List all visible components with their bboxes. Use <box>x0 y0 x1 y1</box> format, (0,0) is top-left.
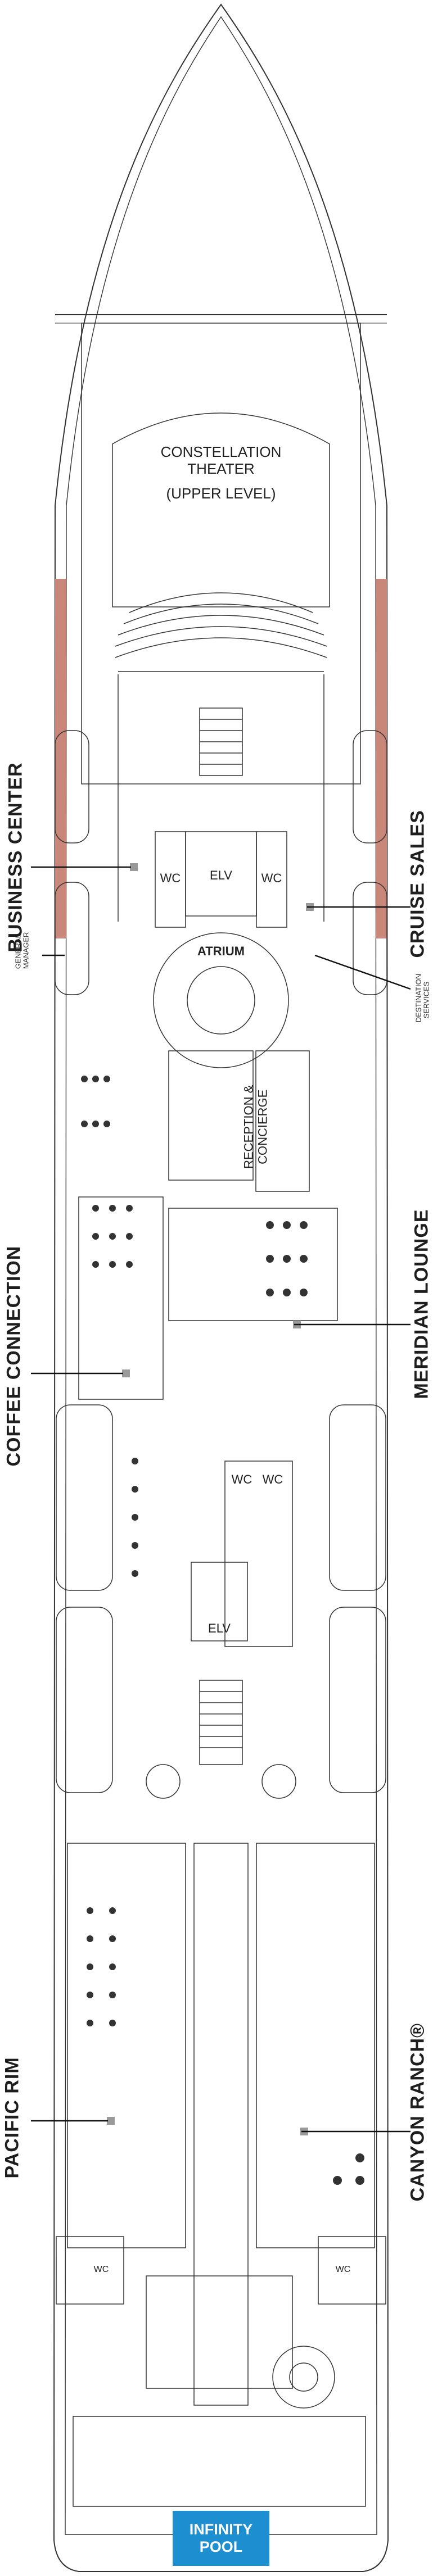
hull-stripes <box>55 579 387 938</box>
theater-name-2: THEATER <box>187 460 255 477</box>
atrium-label: ATRIUM <box>197 944 245 958</box>
location-markers <box>107 863 314 2135</box>
wc-mid-2-label: WC <box>262 1472 283 1486</box>
hull-inner <box>65 16 377 2535</box>
theater-label: CONSTELLATION THEATER (UPPER LEVEL) <box>151 443 291 502</box>
wc-right-label: WC <box>261 871 282 885</box>
infinity-pool: INFINITY POOL <box>173 2511 269 2566</box>
theater-arc <box>112 412 330 607</box>
theater-box <box>81 323 361 784</box>
seating-dots <box>81 1076 364 2185</box>
callout-business-center: BUSINESS CENTER <box>4 762 26 953</box>
elv-bottom-label: ELV <box>208 1621 231 1635</box>
elv-top-label: ELV <box>210 868 232 882</box>
destination-services-line1: DESTINATION <box>414 973 423 1023</box>
callout-pacific-rim: PACIFIC RIM <box>1 2057 23 2179</box>
pool-line1: INFINITY <box>189 2520 253 2538</box>
general-manager-line1: GENERAL <box>13 934 22 969</box>
wc-aft-left-label: WC <box>93 2265 109 2274</box>
theater-name-1: CONSTELLATION <box>160 443 282 460</box>
atrium-circle <box>153 932 289 1068</box>
callout-general-manager: GENERAL MANAGER <box>13 932 31 969</box>
callout-canyon-ranch: CANYON RANCH® <box>407 2022 429 2202</box>
theater-name-3: (UPPER LEVEL) <box>166 484 276 502</box>
callout-meridian-lounge: MERIDIAN LOUNGE <box>411 1209 432 1399</box>
callout-destination-services: DESTINATION SERVICES <box>414 973 431 1023</box>
callout-coffee-connection: COFFEE CONNECTION <box>3 1245 25 1467</box>
reception-label: RECEPTION & CONCIERGE <box>241 1085 270 1169</box>
general-manager-line2: MANAGER <box>22 932 30 969</box>
destination-services-line2: SERVICES <box>422 981 431 1019</box>
wc-mid-1-label: WC <box>231 1472 252 1486</box>
callout-cruise-sales: CRUISE SALES <box>407 810 429 958</box>
hull-outline <box>53 3 389 2572</box>
pool-line2: POOL <box>199 2538 243 2555</box>
leader-lines <box>31 866 411 2133</box>
wc-left-label: WC <box>160 871 181 885</box>
wc-aft-right-label: WC <box>335 2265 351 2274</box>
